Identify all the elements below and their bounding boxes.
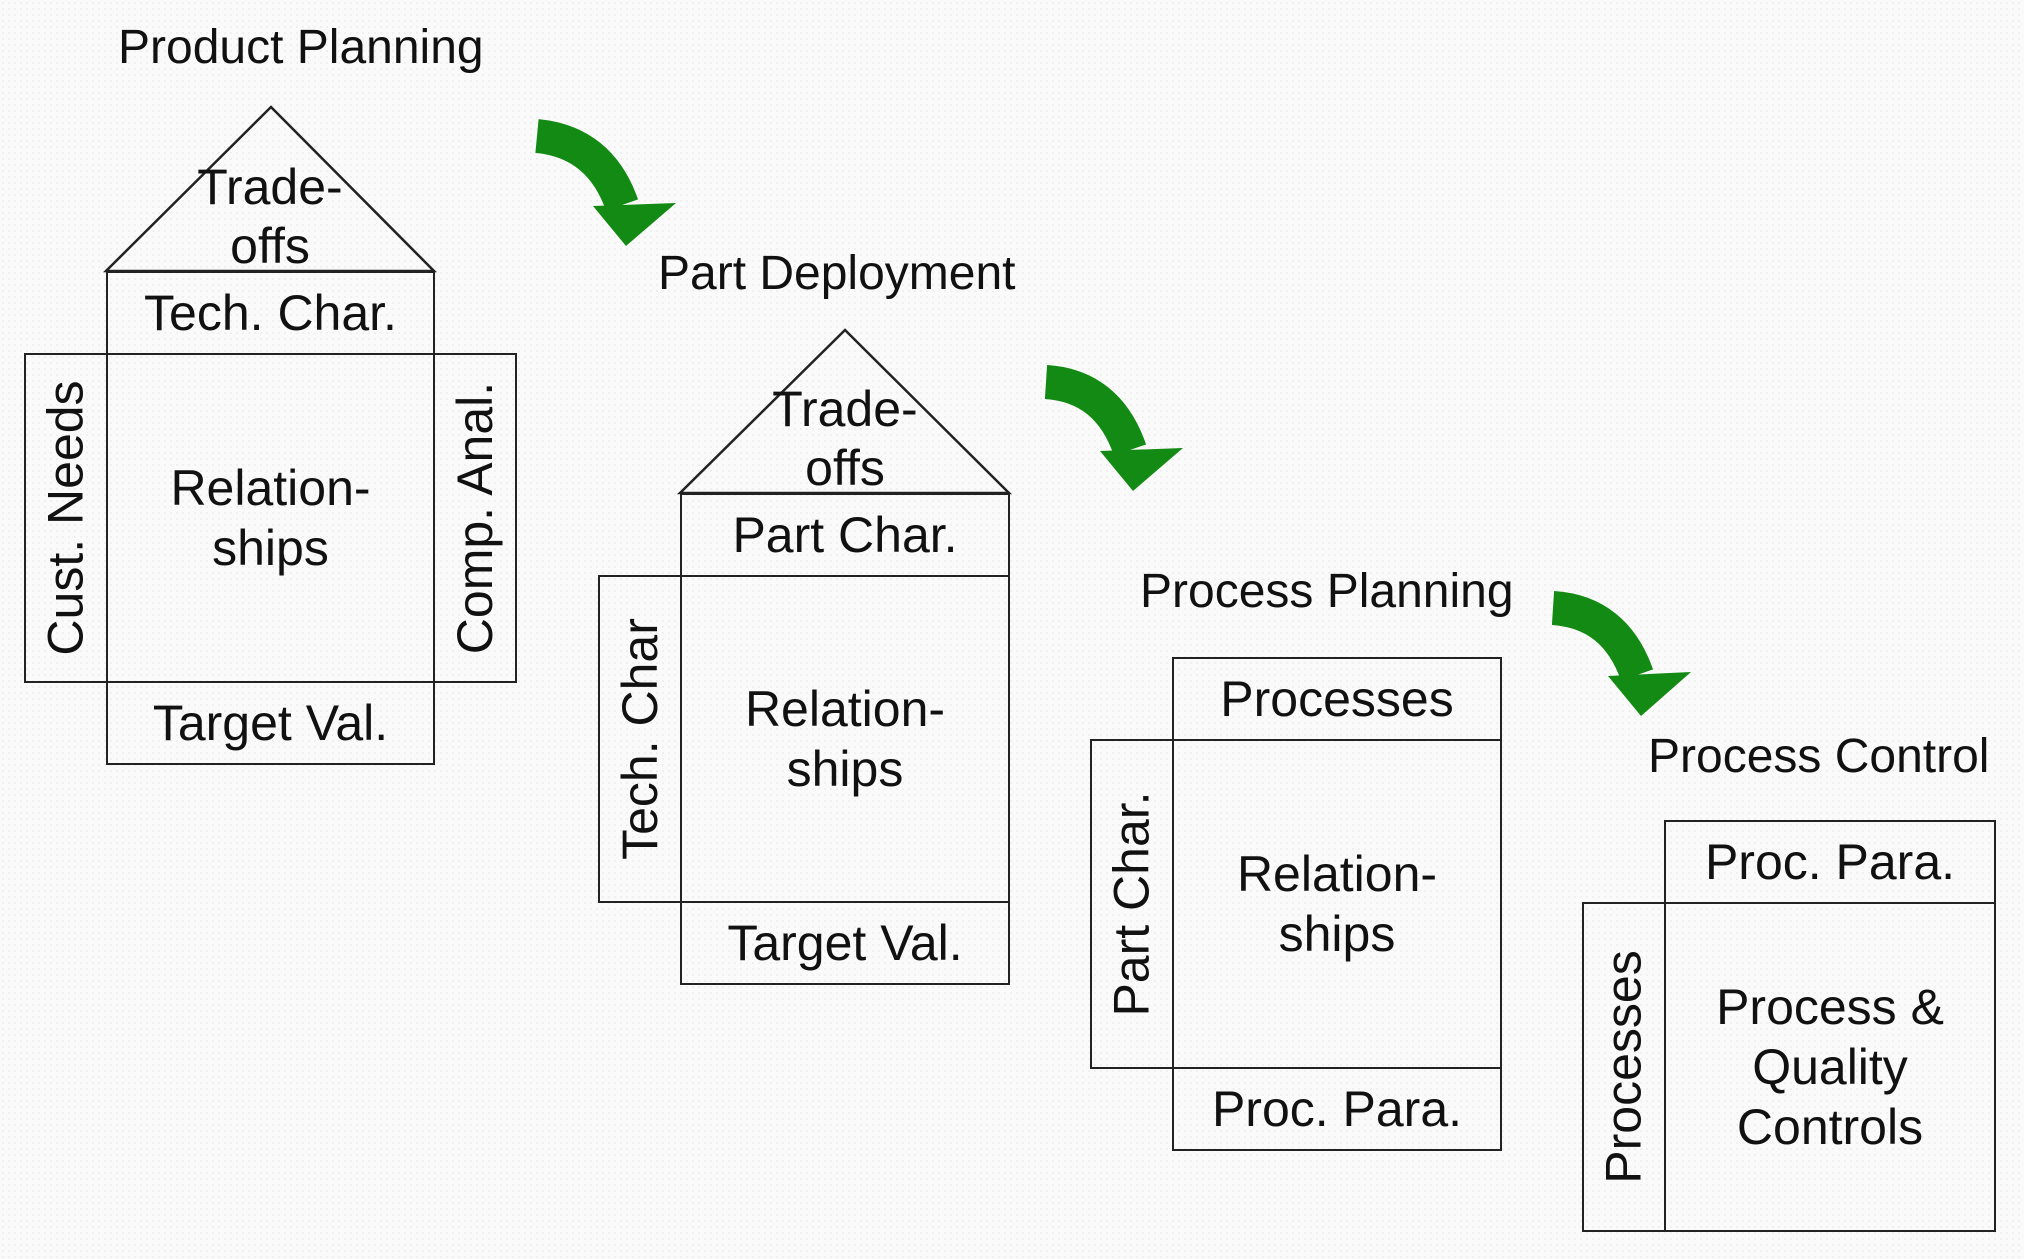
stage3-center-line2: ships [1278, 906, 1396, 962]
flow-arrow-1 [534, 119, 676, 246]
stage1-roof-line2: offs [230, 218, 310, 274]
flow-arrow-3 [1551, 591, 1691, 716]
stage3-center-box: Relation- ships [1172, 739, 1502, 1069]
stage2-roof-label: Trade- offs [745, 380, 945, 498]
stage4-center-line2: Quality [1752, 1039, 1908, 1095]
stage2-left-box: Tech. Char [598, 575, 682, 903]
stage1-left-label: Cust. Needs [38, 380, 94, 656]
stage2-center-box: Relation- ships [680, 575, 1010, 903]
stage1-top-box: Tech. Char. [106, 271, 435, 355]
stage3-left-label: Part Char. [1104, 791, 1161, 1017]
stage2-title: Part Deployment [658, 247, 1016, 300]
stage4-center-box: Process & Quality Controls [1664, 902, 1996, 1232]
stage1-roof-label: Trade- offs [170, 158, 370, 276]
stage4-left-box: Processes [1582, 902, 1666, 1232]
stage1-roof-line1: Trade- [197, 159, 343, 215]
flow-arrow-2 [1044, 365, 1183, 491]
stage2-center-line2: ships [786, 741, 904, 797]
stage4-center-line3: Controls [1736, 1099, 1924, 1155]
stage2-left-label: Tech. Char [612, 618, 668, 860]
stage2-roof-line2: offs [805, 440, 885, 496]
stage1-bottom-box: Target Val. [106, 681, 435, 765]
stage2-roof-line1: Trade- [772, 381, 918, 437]
stage4-title: Process Control [1648, 730, 1990, 783]
stage1-center-line2: ships [212, 520, 329, 576]
stage1-center-box: Relation- ships [106, 353, 435, 683]
stage4-left-label: Processes [1596, 950, 1652, 1184]
stage3-top-box: Processes [1172, 657, 1502, 741]
stage1-right-label: Comp. Anal. [447, 381, 503, 655]
stage3-title: Process Planning [1140, 565, 1514, 618]
stage3-center-line1: Relation- [1236, 846, 1438, 902]
stage3-left-box: Part Char. [1090, 739, 1174, 1069]
stage3-bottom-box: Proc. Para. [1172, 1067, 1502, 1151]
stage2-top-box: Part Char. [680, 493, 1010, 577]
stage4-center-line1: Process & [1716, 979, 1944, 1035]
stage2-bottom-box: Target Val. [680, 901, 1010, 985]
stage1-left-box: Cust. Needs [24, 353, 108, 683]
stage2-center-line1: Relation- [744, 681, 946, 737]
stage1-right-box: Comp. Anal. [433, 353, 517, 683]
stage1-title: Product Planning [118, 21, 484, 74]
stage4-top-box: Proc. Para. [1664, 820, 1996, 904]
stage1-center-line1: Relation- [170, 460, 371, 516]
